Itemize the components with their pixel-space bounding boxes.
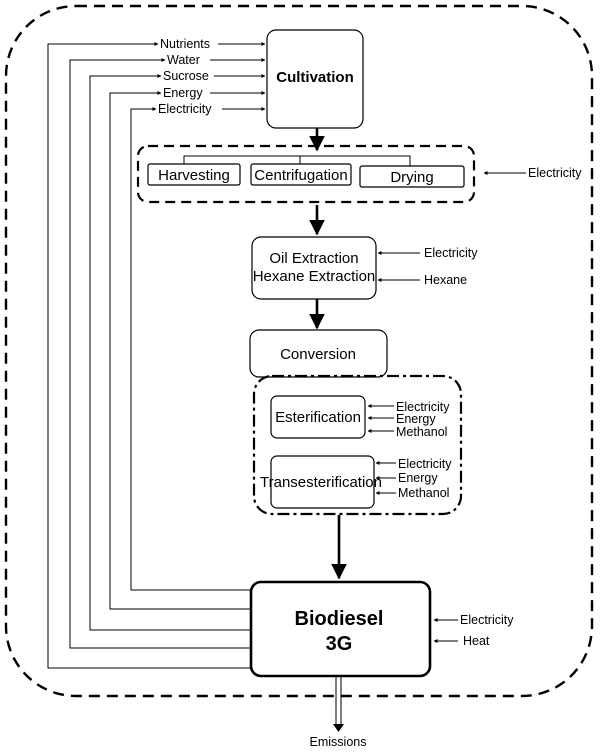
esterification-input-methanol: Methanol <box>396 425 447 439</box>
dewatering-input-electricity: Electricity <box>528 166 582 180</box>
esterification-input-electricity: Electricity <box>396 400 450 414</box>
transesterification-input-energy: Energy <box>398 471 438 485</box>
emissions-label: Emissions <box>310 735 367 749</box>
biodiesel-input-heat: Heat <box>463 634 490 648</box>
esterification-input-energy: Energy <box>396 412 436 426</box>
esterification-box <box>270 395 366 439</box>
cultivation-inputs: Nutrients Water Sucrose Energy Electrici… <box>158 37 266 116</box>
transesterification-label: Transesterification <box>260 474 382 491</box>
esterification-label: Esterification <box>275 409 361 426</box>
input-label-energy: Energy <box>163 86 203 100</box>
transesterification-box <box>270 455 375 509</box>
conversion-label: Conversion <box>280 346 356 363</box>
extraction-input-hexane: Hexane <box>424 273 467 287</box>
harvesting-box <box>147 163 241 186</box>
extraction-input-electricity: Electricity <box>424 246 478 260</box>
transesterification-input-electricity: Electricity <box>398 457 452 471</box>
centrifugation-box <box>250 163 352 186</box>
biodiesel-label-1: Biodiesel <box>295 608 384 630</box>
drying-box <box>359 165 465 188</box>
input-label-water: Water <box>167 53 200 67</box>
transesterification-input-methanol: Methanol <box>398 486 449 500</box>
harvesting-label: Harvesting <box>158 167 230 184</box>
system-boundary <box>4 4 594 698</box>
input-label-nutrients: Nutrients <box>160 37 210 51</box>
cultivation-box <box>266 29 364 129</box>
input-label-sucrose: Sucrose <box>163 69 209 83</box>
feedback-lines <box>47 42 250 669</box>
emissions-arrowhead <box>333 724 344 732</box>
cultivation-label: Cultivation <box>276 69 354 86</box>
conversion-subprocess-group <box>252 374 463 516</box>
drying-label: Drying <box>390 169 433 186</box>
oil-extraction-label-1: Oil Extraction <box>269 250 358 267</box>
centrifugation-label: Centrifugation <box>254 167 347 184</box>
biodiesel-input-electricity: Electricity <box>460 613 514 627</box>
oil-extraction-box <box>251 236 377 300</box>
input-label-electricity: Electricity <box>158 102 212 116</box>
oil-extraction-label-2: Hexane Extraction <box>253 268 376 285</box>
biodiesel-label-2: 3G <box>326 633 353 655</box>
